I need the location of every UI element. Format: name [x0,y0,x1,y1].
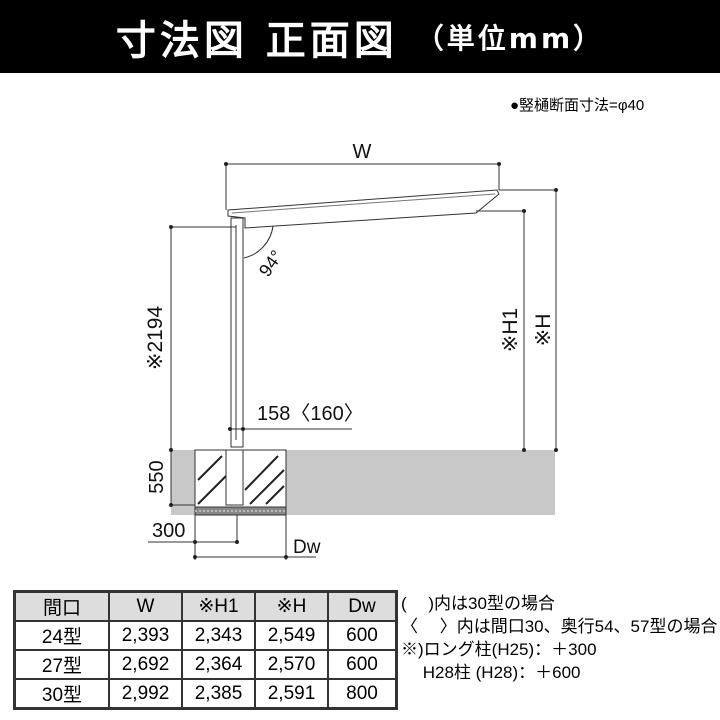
table-cell: 2,385 [181,678,256,710]
post-embedded [225,449,244,506]
dimension-table: 間口 W ※H1 ※H Dw 24型 2,393 2,343 2,549 600… [13,590,398,710]
table-cell: 2,992 [108,678,183,710]
title-bar: 寸法図 正面図 （単位mm） [0,0,720,73]
table-header-row: 間口 W ※H1 ※H Dw [13,590,398,622]
header-cell: 間口 [13,590,110,622]
depth-550-label: 550 [146,460,168,493]
note-line: ( )内は30型の場合 [401,594,555,613]
front-elevation-drawing: W 94° ※2194 ※H1 ※H 158〈160〉 550 300 Dw [144,141,558,560]
table-cell: 2,393 [108,620,183,651]
table-cell: 24型 [13,620,110,651]
height-2194-label: ※2194 [144,306,167,371]
table-cell: 600 [327,620,398,651]
dw-label: Dw [293,537,321,558]
table-row: 27型 2,692 2,364 2,570 600 [13,649,398,680]
header-cell: W [108,590,183,622]
table-cell: 2,364 [181,649,256,680]
width-label: W [353,141,372,163]
page-title: 寸法図 正面図 [115,17,398,64]
offset-label: 158〈160〉 [257,403,364,425]
roof [227,189,500,229]
note-line: H28柱 (H28)：＋600 [401,663,581,682]
post [230,217,244,448]
width-300-label: 300 [152,520,185,542]
table-cell: 800 [327,678,398,710]
table-cell: 2,343 [181,620,256,651]
notes: ( )内は30型の場合 〈 〉内は間口30、奥行54、57型の場合 ※)ロング柱… [401,592,717,684]
note-line: ※)ロング柱(H25)：＋300 [401,640,597,659]
foundation-hatch [197,455,285,505]
header-cell: Dw [327,590,398,622]
table-cell: 2,549 [254,620,329,651]
table-cell: 2,570 [254,649,329,680]
table-row: 30型 2,992 2,385 2,591 800 [13,678,398,710]
note-line: 〈 〉内は間口30、奥行54、57型の場合 [401,617,718,636]
h-label: ※H [532,314,555,347]
h1-label: ※H1 [499,308,522,352]
table-cell: 30型 [13,678,110,710]
gutter-note: ●竪樋断面寸法=φ40 [510,97,645,114]
unit-label: （単位mm） [415,21,605,55]
header-cell: ※H [254,590,329,622]
table-cell: 2,591 [254,678,329,710]
table-cell: 27型 [13,649,110,680]
table-cell: 2,692 [108,649,183,680]
header-cell: ※H1 [181,590,256,622]
angle-label: 94° [255,247,287,281]
table-cell: 600 [327,649,398,680]
table-row: 24型 2,393 2,343 2,549 600 [13,620,398,651]
